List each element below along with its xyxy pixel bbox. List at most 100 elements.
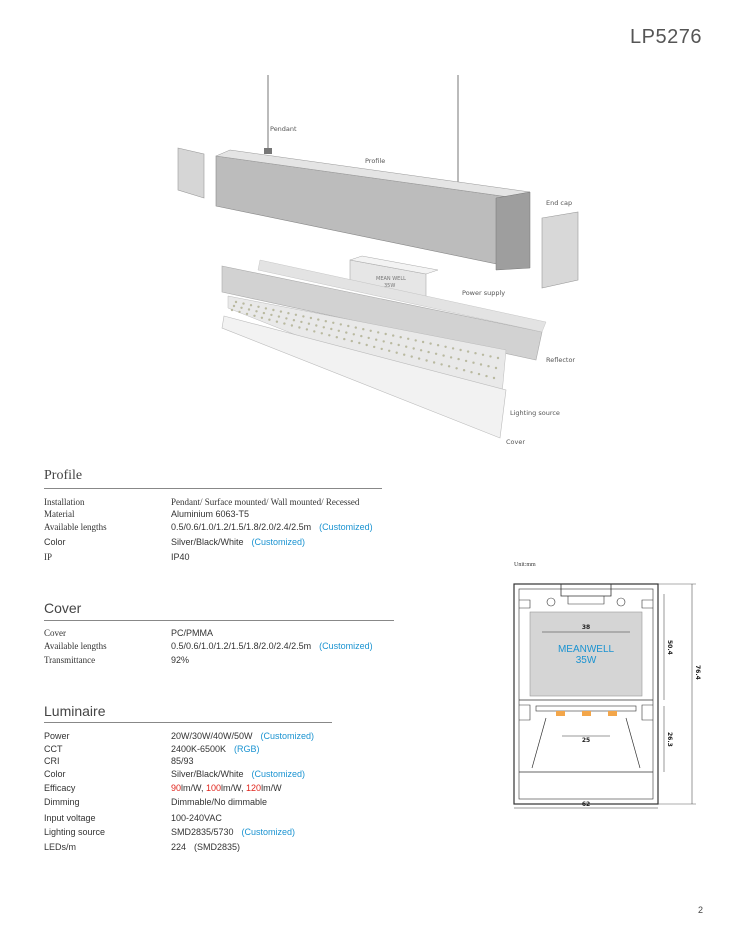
led-dot [347,324,350,328]
led-dot [352,333,355,336]
led-dot [432,361,436,364]
led-dot [332,321,335,324]
led-dot [249,304,253,307]
spec-label: Installation [44,497,85,507]
pendant-clamp-left [264,148,272,154]
unit-label: Unit:mm [514,562,536,568]
rgb-note: (RGB) [234,744,260,754]
led-dot [262,311,266,315]
spec-value: 2400K-6500K(RGB) [171,744,260,754]
led-dot [365,343,368,347]
led-dot [283,322,286,325]
spec-value: 100-240VAC [171,813,222,823]
led-dot [257,305,260,308]
led-dot [421,340,425,344]
led-dot [234,300,238,304]
led-dot [481,353,485,356]
led-dot [253,314,256,317]
led-dot [328,334,331,337]
efficacy-value-3: 120 [246,783,262,793]
led-dot [272,308,275,312]
spec-value: 224(SMD2835) [171,842,241,852]
led-dot [313,330,316,333]
dim-total-width: 62 [582,801,590,808]
spec-value: 90lm/W, 100lm/W, 120lm/W [171,783,282,793]
driver-label-watt: 35W [576,655,597,666]
led-dot [292,319,296,322]
dim-upper-height: 50.4 [666,640,673,655]
led-dot [232,304,236,308]
led-dot [397,343,400,347]
led-dot [479,363,483,366]
led-dot [403,353,406,356]
led-dot [427,350,430,354]
spec-value: 85/93 [171,756,194,766]
end-cap-left [177,147,205,199]
led-dot [302,315,305,318]
led-dot [255,310,258,313]
led-dot [410,355,413,358]
led-dot [384,332,387,336]
dim-driver-width: 38 [582,624,590,631]
cross-section-drawing: Unit:mm MEANWELL 35W 38 25 62 50.4 26.3 … [513,562,701,809]
led-dot [444,345,447,348]
led-dot [354,326,357,329]
led-dot [305,328,309,331]
spec-value: PC/PMMA [171,628,214,638]
spec-value: 20W/30W/40W/50W(Customized) [171,731,315,741]
spec-label: CCT [44,744,63,754]
spec-value: 92% [171,655,190,665]
page-number: 2 [697,905,703,915]
led-dot [447,365,451,368]
spec-value: Aluminium 6063-T5 [171,509,250,519]
led-dot [373,345,376,349]
leds-note: (SMD2835) [194,842,241,852]
led-dot [425,359,428,362]
dim-total-height: 76.4 [694,665,701,680]
led-dot [260,316,264,319]
led-dot [377,331,380,334]
customized-note: (Customized) [319,641,373,651]
section-rule-luminaire [44,722,332,723]
led-dot [459,348,462,352]
callout-lighting-source: Lighting source [510,409,560,417]
efficacy-value-2: 100 [206,783,222,793]
driver-box [529,611,643,697]
led-dot [390,342,393,345]
led-dot [464,359,468,363]
led-dot [395,351,398,354]
spec-label: LEDs/m [44,842,77,852]
led-dot [337,329,340,332]
model-number: LP5276 [630,26,702,48]
led-dot [287,312,290,315]
spec-value: 0.5/0.6/1.0/1.2/1.5/1.8/2.0/2.4/2.5m(Cus… [171,641,373,651]
led-dot [388,349,391,352]
led-dot [339,323,342,326]
led-dot [470,371,473,374]
led-dot [429,342,432,345]
led-array [230,300,500,380]
cover-diffuser [221,315,507,439]
led-dot [436,344,440,347]
led-dot [300,320,303,324]
driver-brand: MEAN WELL [376,276,406,282]
dim-lower-height: 26.3 [666,732,673,747]
spec-label: Power [44,731,70,741]
led-dot [485,374,488,378]
callout-cover: Cover [506,438,525,446]
led-dot [367,336,370,340]
customized-note: (Customized) [319,522,373,532]
led-dot [315,324,318,327]
spec-value: Silver/Black/White(Customized) [171,537,306,547]
led-dot [290,324,294,327]
customized-note: (Customized) [251,537,306,547]
section-title-profile: Profile [44,468,83,483]
spec-label: Material [44,509,75,519]
led-dot [230,308,234,312]
spec-label: IP [44,552,53,562]
led-dot [324,320,327,323]
spec-value: Silver/Black/White(Customized) [171,769,306,779]
profile-end [495,191,531,271]
led-dot [462,369,466,372]
efficacy-value-1: 90 [171,783,182,793]
